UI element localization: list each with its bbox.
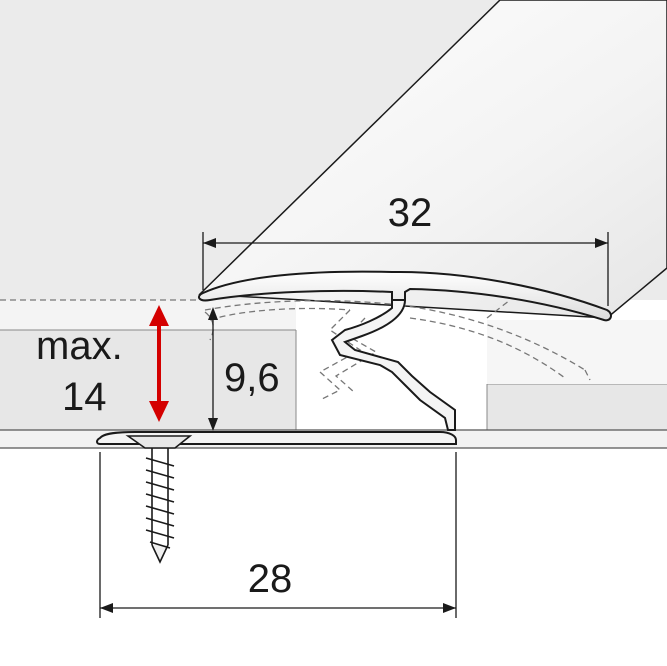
dimension-inner-height xyxy=(208,307,218,431)
label-top-width: 32 xyxy=(388,191,433,235)
label-inner-height: 9,6 xyxy=(224,356,280,400)
label-max: max. xyxy=(36,324,123,368)
alternative-position-outline xyxy=(0,299,591,401)
transition-profile xyxy=(96,270,612,445)
dimension-top-width xyxy=(202,232,609,306)
dimension-bottom-width xyxy=(99,452,457,618)
below-floor xyxy=(0,449,667,666)
label-max-value: 14 xyxy=(62,375,107,419)
profile-base xyxy=(96,431,457,445)
right-floor-covering xyxy=(487,320,667,384)
label-bottom-width: 28 xyxy=(248,557,293,601)
screw-icon xyxy=(125,435,193,564)
profile-top-surface xyxy=(198,0,667,319)
right-floor-block xyxy=(487,384,667,430)
profile-spring-leg xyxy=(330,299,456,431)
left-floor-covering xyxy=(0,300,296,330)
double-arrow-icon xyxy=(149,305,169,422)
left-floor-block xyxy=(0,330,296,430)
profile-cap xyxy=(198,270,612,322)
